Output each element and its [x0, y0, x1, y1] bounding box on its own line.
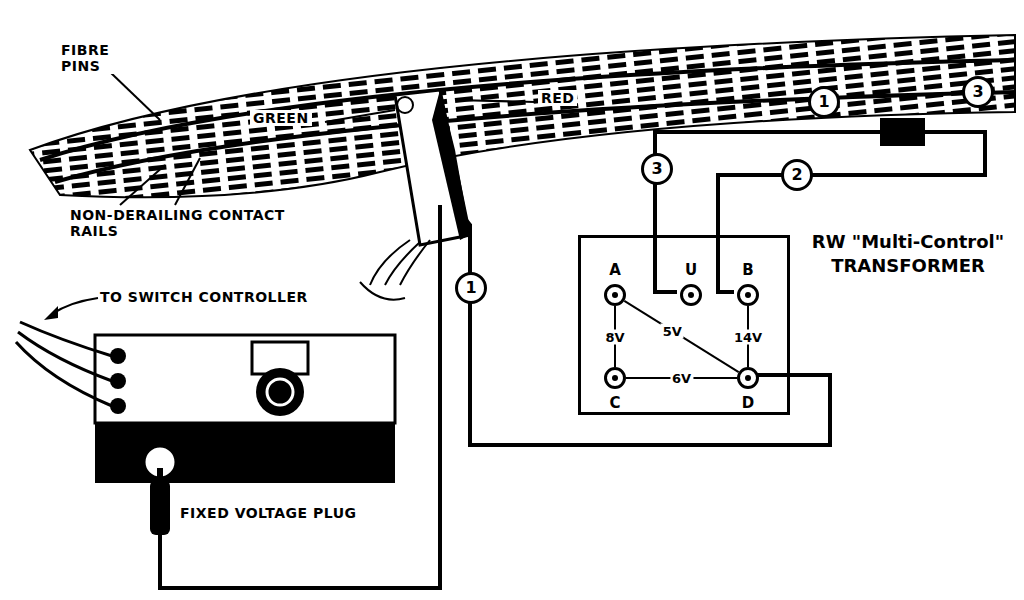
plug-prong	[157, 468, 163, 482]
terminal-letter: B	[742, 261, 753, 279]
wire-color-label: RED	[538, 90, 577, 106]
terminal-letter: A	[609, 261, 621, 279]
part-label: FIBRE PINS	[58, 42, 126, 74]
voltage-label: 6V	[670, 371, 693, 386]
callout-number: 1	[455, 272, 487, 304]
binding-post: C	[604, 367, 626, 389]
controller-knob-ring	[267, 379, 293, 405]
part-label: TO SWITCH CONTROLLER	[100, 289, 308, 305]
arrow-head	[44, 306, 58, 320]
controller-terminal	[110, 373, 126, 389]
terminal-letter: C	[609, 394, 620, 412]
voltage-line	[624, 301, 738, 372]
part-label: NON-DERAILING CONTACT RAILS	[70, 207, 285, 239]
terminal-letter: U	[685, 261, 697, 279]
binding-post: B	[737, 284, 759, 306]
callout-number: 3	[962, 76, 994, 108]
leader-line	[455, 100, 535, 102]
leader-arrow	[360, 282, 405, 300]
switch-controller-top	[95, 335, 395, 423]
voltage-label: 8V	[603, 329, 626, 344]
binding-post: U	[680, 284, 702, 306]
controller-wires	[400, 240, 430, 285]
callout-number: 3	[641, 153, 673, 185]
part-label: FIXED VOLTAGE PLUG	[180, 505, 357, 521]
lockon-screw	[397, 97, 413, 113]
voltage-line	[624, 301, 738, 372]
voltage-label: 5V	[661, 323, 684, 338]
controller-terminal	[110, 398, 126, 414]
lockon	[395, 90, 470, 245]
leader-arrow	[52, 298, 98, 314]
binding-post: D	[737, 367, 759, 389]
rail	[40, 60, 1015, 160]
binding-post: A	[604, 284, 626, 306]
transformer-box: RW "Multi-Control" TRANSFORMERAUBCD	[578, 235, 790, 415]
rail	[55, 92, 1015, 182]
leader-line	[325, 110, 395, 122]
leader-line	[175, 158, 200, 205]
track-bed	[30, 35, 1015, 197]
leader-line	[110, 72, 160, 120]
voltage-label: 14V	[732, 329, 764, 344]
transformer-heading: RW "Multi-Control" TRANSFORMER	[803, 230, 1013, 279]
controller-wires	[20, 322, 112, 356]
wire-color-label: GREEN	[250, 110, 312, 126]
terminal-letter: D	[742, 394, 754, 412]
wire	[462, 215, 830, 445]
callout-number: 2	[781, 159, 813, 191]
controller-terminal	[110, 348, 126, 364]
switch-controller-front	[95, 423, 395, 483]
controller-knob	[256, 368, 304, 416]
callout-number: 1	[808, 86, 840, 118]
wire	[160, 205, 440, 588]
leader-line	[120, 165, 165, 205]
controller-wires	[16, 342, 112, 406]
plug-body	[150, 480, 170, 535]
